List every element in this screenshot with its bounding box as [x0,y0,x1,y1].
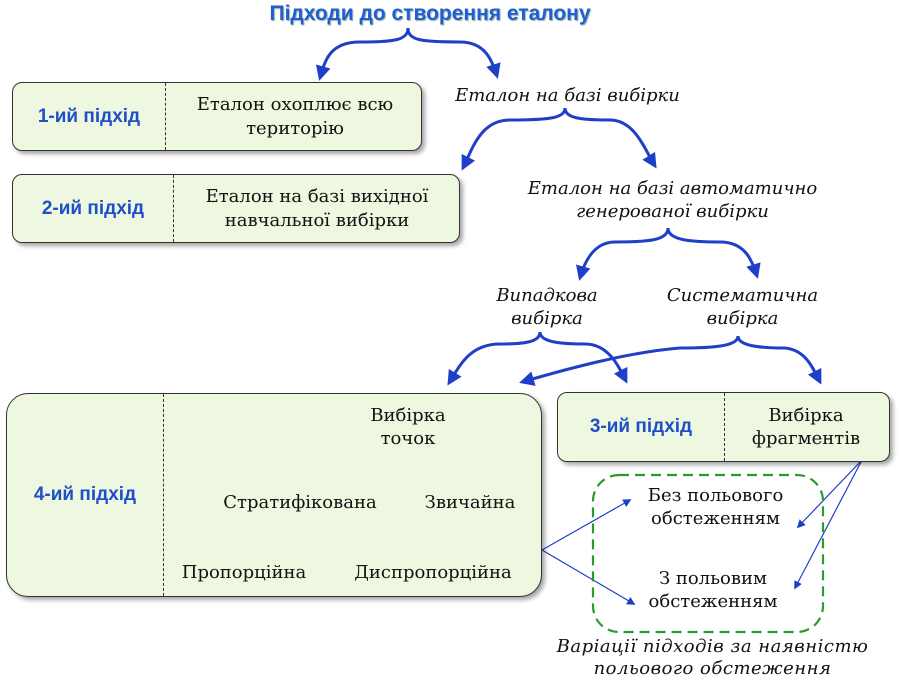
brace-systematic [519,335,822,386]
approach-2-box: 2-ий підхід Еталон на базі вихідної навч… [12,174,460,243]
points-stratified: Стратифікована [223,492,377,513]
approach-3-box: 3-ий підхід Вибірка фрагментів [557,392,890,462]
approach-1-divider [165,83,166,150]
brace-auto [575,227,761,281]
field-with: З польовим обстеженням [648,568,778,613]
approach-2-text: Еталон на базі вихідної навчальної вибір… [205,186,429,231]
branch-auto-generated: Еталон на базі автоматично генерованої в… [527,178,818,223]
points-disproportional: Диспропорційна [354,562,512,583]
approach-3-text: Вибірка фрагментів [751,404,861,449]
points-ordinary: Звичайна [424,492,516,513]
field-variation-lines [541,459,863,605]
approach-4-box: 4-ий підхід [6,393,542,597]
field-variations-frame [591,473,825,634]
approach-2-label: 2-ий підхід [41,197,145,219]
approach-4-divider [163,394,164,596]
branch-random: Випадкова вибірка [496,285,598,330]
approach-2-divider [173,175,174,242]
approach-1-text: Еталон охоплює всю територію [196,94,394,139]
field-without: Без польового обстеженням [647,485,784,530]
diagram-title: Підходи до створення еталону [269,2,591,25]
brace-title [315,27,501,81]
brace-random [447,331,628,386]
brace-sample [461,107,657,171]
approach-4-label: 4-ий підхід [33,484,137,505]
points-root: Вибірка точок [370,405,446,450]
approach-1-label: 1-ий підхід [37,105,141,127]
approach-3-divider [724,393,725,461]
branch-sample-based: Еталон на базі вибірки [455,85,680,106]
approach-3-label: 3-ий підхід [589,416,693,437]
branch-systematic: Систематична вибірка [666,285,819,330]
field-variations-caption: Варіації підходів за наявністю польового… [556,636,869,679]
approach-1-box: 1-ий підхід Еталон охоплює всю територію [12,82,422,151]
points-proportional: Пропорційна [181,562,307,583]
